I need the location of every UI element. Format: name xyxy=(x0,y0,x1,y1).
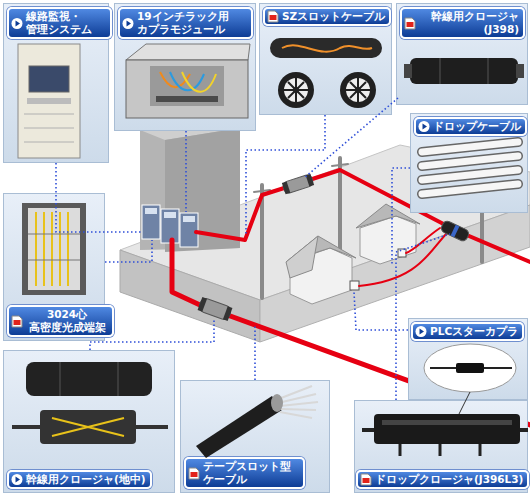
closure-symbol xyxy=(198,297,233,321)
caption-label: PLCスターカプラ xyxy=(411,322,524,341)
house-symbol xyxy=(350,281,359,290)
pdf-icon xyxy=(11,315,23,328)
pdf-icon xyxy=(404,17,416,30)
arrow-icon xyxy=(418,120,430,133)
leader-line xyxy=(392,168,410,266)
central-office-building xyxy=(140,118,240,252)
photo-panel: PLCスターカプラ xyxy=(408,318,528,400)
leader-line xyxy=(185,131,187,212)
caption-text: 19インチラック用 カプラモジュール xyxy=(137,10,247,36)
caption-label: SZスロットケーブル xyxy=(263,7,391,26)
caption-text: 線路監視・ 管理システム xyxy=(26,10,106,36)
leader-line xyxy=(354,292,408,330)
arrow-icon xyxy=(122,17,134,30)
optical-cable xyxy=(406,228,440,253)
closure-symbol xyxy=(440,220,470,243)
arrow-icon xyxy=(11,473,23,486)
caption-label: 3024心 高密度光成端架 xyxy=(7,305,114,337)
pdf-icon xyxy=(360,473,372,486)
caption-text: 幹線用クロージャ (J398) xyxy=(419,10,519,36)
arrow-icon xyxy=(415,325,427,338)
house-symbol xyxy=(286,204,420,304)
arrow-icon xyxy=(11,17,23,30)
caption-label: テープスロット型 ケーブル xyxy=(184,457,305,489)
photo-panel: テープスロット型 ケーブル xyxy=(180,380,330,493)
cabinet-symbol xyxy=(142,205,160,239)
utility-pole xyxy=(332,164,348,166)
cabinet-symbol xyxy=(180,213,198,247)
ground-slab xyxy=(260,205,530,342)
leader-line xyxy=(254,326,256,380)
cabinet-symbol xyxy=(183,216,195,222)
caption-label: 幹線用クロージャ (J398) xyxy=(400,7,525,39)
pdf-icon xyxy=(267,10,279,23)
caption-text: SZスロットケーブル xyxy=(282,10,385,23)
cabinet-symbol xyxy=(164,212,176,218)
caption-label: 幹線用クロージャ(地中) xyxy=(7,470,152,489)
pdf-icon xyxy=(188,467,200,480)
photo-panel: 線路監視・ 管理システム xyxy=(3,3,109,163)
leader-line xyxy=(105,240,152,262)
caption-label: 19インチラック用 カプラモジュール xyxy=(118,7,253,39)
caption-label: ドロップクロージャ(J396L3) xyxy=(356,470,529,489)
caption-text: ドロップケーブル xyxy=(433,120,521,133)
caption-label: 線路監視・ 管理システム xyxy=(7,7,112,39)
closure-symbol xyxy=(306,174,314,187)
closure-symbol xyxy=(223,306,232,321)
closure-symbol xyxy=(282,181,290,194)
closure-symbol xyxy=(198,297,233,321)
caption-text: テープスロット型 ケーブル xyxy=(203,460,299,486)
photo-panel: SZスロットケーブル xyxy=(259,3,392,115)
photo-panel: 3024心 高密度光成端架 xyxy=(3,193,105,341)
caption-label: ドロップケーブル xyxy=(414,117,527,136)
photo-panel: 幹線用クロージャ (J398) xyxy=(396,3,528,105)
cabinet-symbol xyxy=(161,209,179,243)
closure-symbol xyxy=(440,220,470,243)
cabinet-symbol xyxy=(145,208,157,214)
house-symbol xyxy=(398,249,406,257)
optical-cable xyxy=(359,232,448,286)
ground-slab xyxy=(120,250,260,342)
caption-text: ドロップクロージャ(J396L3) xyxy=(375,473,523,486)
photo-panel: 19インチラック用 カプラモジュール xyxy=(114,3,256,131)
closure-symbol xyxy=(198,297,207,312)
utility-pole xyxy=(338,158,342,262)
caption-text: 3024心 高密度光成端架 xyxy=(26,308,108,334)
photo-panel: 幹線用クロージャ(地中) xyxy=(3,350,175,493)
closure-symbol xyxy=(282,174,314,195)
leader-line xyxy=(246,115,325,236)
caption-text: 幹線用クロージャ(地中) xyxy=(26,473,146,486)
photo-panel: ドロップケーブル xyxy=(410,113,528,213)
photo-panel: ドロップクロージャ(J396L3) xyxy=(354,400,528,493)
caption-text: PLCスターカプラ xyxy=(430,325,518,338)
closure-symbol xyxy=(282,174,314,195)
closure-symbol xyxy=(451,225,460,238)
house-symbol xyxy=(286,236,318,278)
